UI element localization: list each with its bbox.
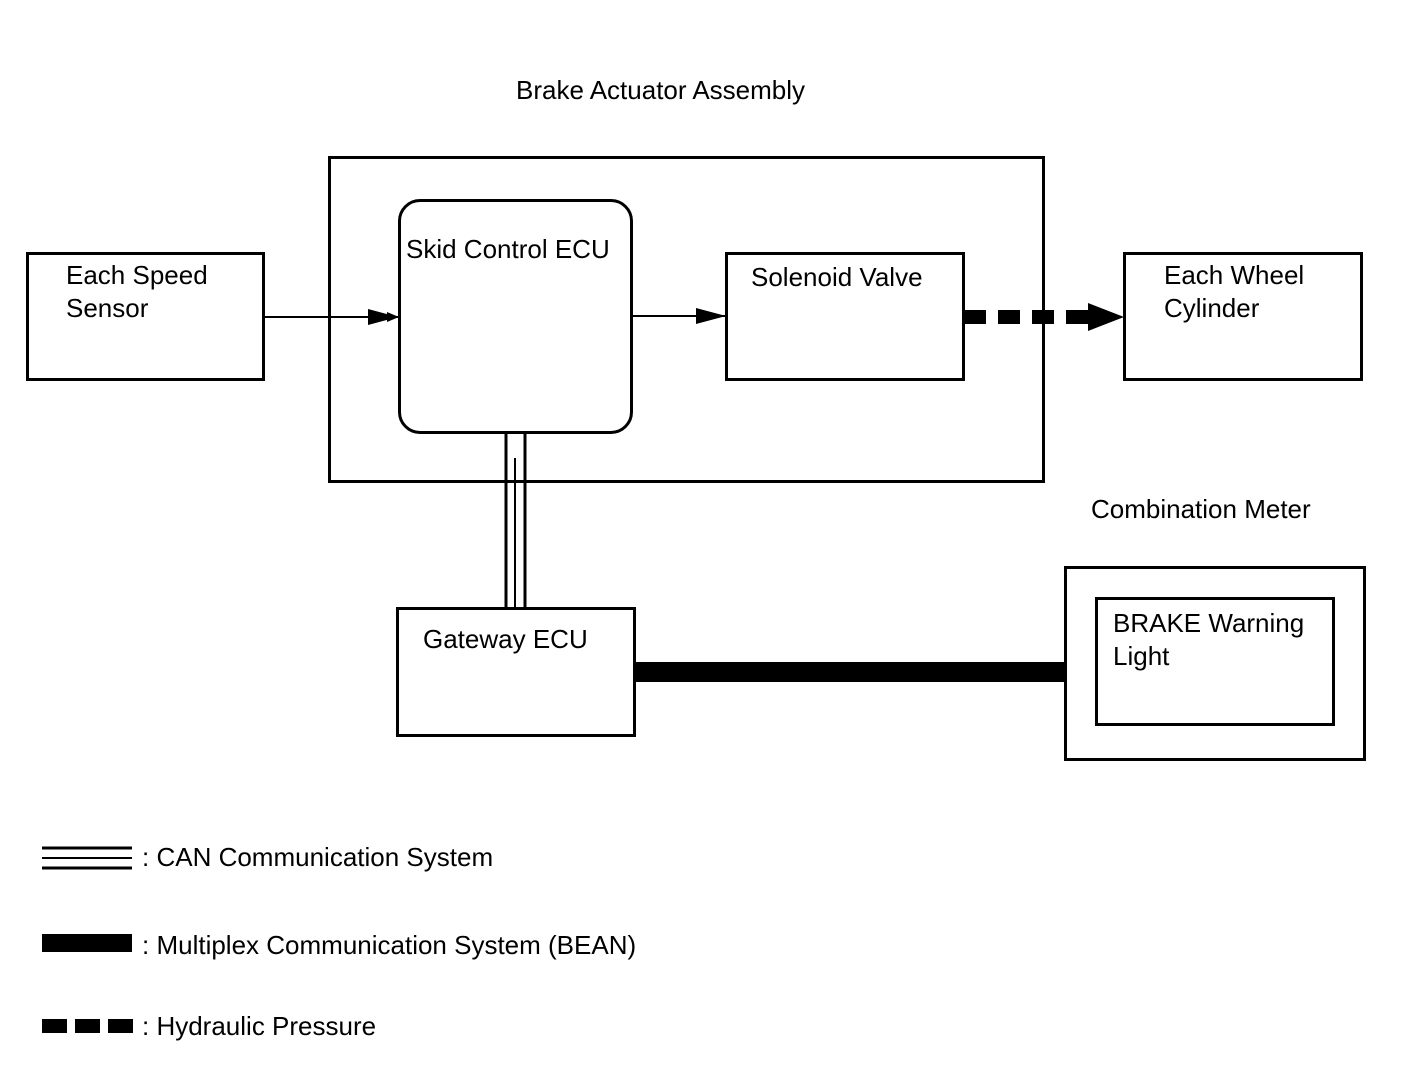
combination-meter-title: Combination Meter <box>1091 494 1311 524</box>
legend-hydraulic-swatch <box>42 1019 133 1033</box>
gateway-ecu-label: Gateway ECU <box>423 624 588 654</box>
diagram-title: Brake Actuator Assembly <box>516 75 806 105</box>
brake-actuator-assembly-box <box>328 156 1045 483</box>
arrowhead-speed-to-skid <box>368 309 398 325</box>
legend-bean-text: : Multiplex Communication System (BEAN) <box>142 930 637 960</box>
legend-hydraulic-text: : Hydraulic Pressure <box>142 1011 377 1041</box>
solenoid-valve-box <box>725 252 965 381</box>
legend-can-swatch <box>42 846 132 870</box>
gateway-ecu-box <box>396 607 636 737</box>
solenoid-valve-label: Solenoid Valve <box>751 262 923 292</box>
wheel-cylinder-box <box>1123 252 1363 381</box>
skid-control-ecu-box <box>398 199 633 434</box>
bean-bus-line <box>635 662 1066 682</box>
hydraulic-arrowhead <box>1088 303 1124 331</box>
legend-bean-swatch <box>42 934 132 952</box>
speed-sensor-box <box>26 252 265 381</box>
arrowhead-skid-to-solenoid <box>696 308 726 324</box>
speed-sensor-label: Each Speed Sensor <box>66 260 208 323</box>
can-bus-line <box>504 432 527 608</box>
legend-can-text: : CAN Communication System <box>142 842 494 872</box>
skid-control-ecu-label: Skid Control ECU <box>406 234 610 264</box>
brake-warning-light-box <box>1095 597 1335 726</box>
wheel-cylinder-label: Each Wheel Cylinder <box>1164 260 1305 323</box>
combination-meter-box <box>1064 566 1366 761</box>
brake-warning-light-label: BRAKE Warning Light <box>1113 608 1305 671</box>
